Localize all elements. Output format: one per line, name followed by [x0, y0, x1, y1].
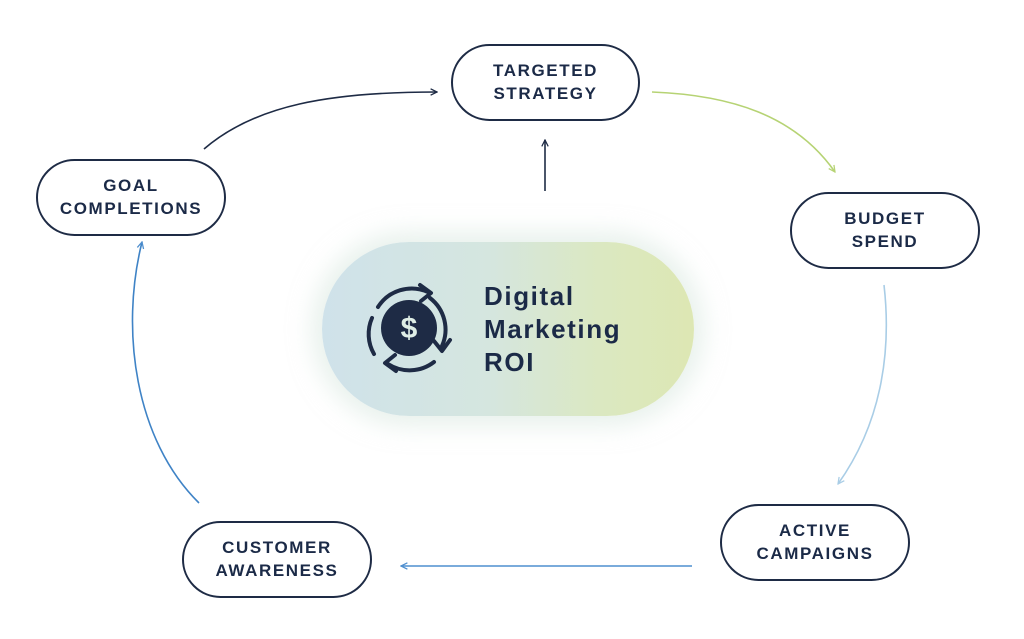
node-label-line: AWARENESS [215, 560, 339, 580]
svg-text:$: $ [401, 312, 418, 345]
center-roi-pill: $ Digital Marketing ROI [322, 242, 694, 416]
node-customer-awareness: CUSTOMER AWARENESS [182, 521, 372, 598]
node-label-line: COMPLETIONS [59, 198, 203, 218]
node-budget-spend: BUDGET SPEND [790, 192, 980, 269]
node-targeted-strategy: TARGETED STRATEGY [451, 44, 640, 121]
center-title-line: ROI [484, 347, 536, 377]
node-label-line: CAMPAIGNS [756, 543, 874, 563]
node-label-line: TARGETED [492, 60, 599, 80]
arrow-budget-to-campaigns [838, 284, 888, 484]
center-title: Digital Marketing ROI [484, 280, 684, 379]
arrow-goal-to-strategy [203, 92, 437, 150]
node-label-line: STRATEGY [493, 83, 598, 103]
node-label-line: CUSTOMER [222, 537, 332, 557]
arrow-awareness-to-goal [131, 242, 200, 504]
node-label-line: ACTIVE [779, 520, 851, 540]
node-label-line: BUDGET [844, 208, 926, 228]
arrow-strategy-to-budget [651, 91, 835, 172]
dollar-cycle-icon: $ [366, 283, 452, 373]
node-label-line: GOAL [103, 175, 159, 195]
node-active-campaigns: ACTIVE CAMPAIGNS [720, 504, 910, 581]
node-goal-completions: GOAL COMPLETIONS [36, 159, 226, 236]
node-label-line: SPEND [851, 231, 919, 251]
center-title-line: Marketing [484, 314, 622, 344]
center-title-line: Digital [484, 281, 575, 311]
